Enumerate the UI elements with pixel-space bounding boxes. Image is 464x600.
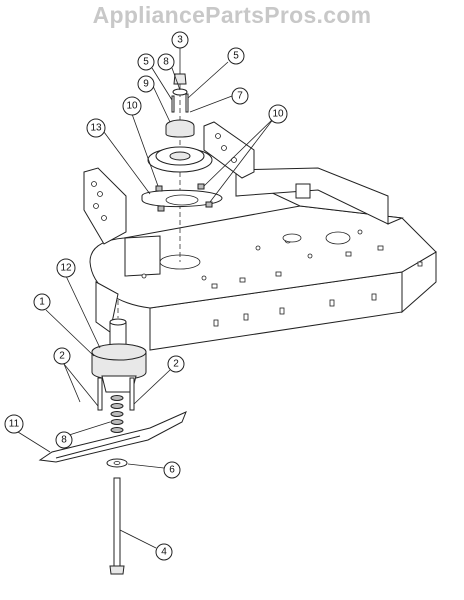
svg-text:1: 1 <box>39 297 45 308</box>
svg-text:5: 5 <box>233 51 239 62</box>
svg-text:13: 13 <box>90 123 102 134</box>
callout-4: 4 <box>155 543 173 561</box>
svg-text:2: 2 <box>59 351 65 362</box>
callout-5b: 5 <box>227 47 245 65</box>
svg-text:11: 11 <box>9 419 20 430</box>
pulley-assembly <box>141 73 223 212</box>
svg-text:7: 7 <box>237 91 243 102</box>
callout-1: 1 <box>33 293 51 311</box>
mower-deck <box>83 121 437 351</box>
svg-text:10: 10 <box>126 101 138 112</box>
svg-text:9: 9 <box>143 79 149 90</box>
callout-9: 9 <box>137 75 155 93</box>
svg-text:6: 6 <box>169 465 175 476</box>
callout-8b: 8 <box>55 431 73 449</box>
callout-2b: 2 <box>167 355 185 373</box>
svg-text:10: 10 <box>272 109 284 120</box>
callout-11: 11 <box>4 414 24 434</box>
callout-10b: 10 <box>268 104 288 124</box>
callout-10a: 10 <box>122 96 142 116</box>
svg-text:8: 8 <box>163 57 169 68</box>
callout-7: 7 <box>231 87 249 105</box>
svg-text:12: 12 <box>60 263 72 274</box>
callout-2a: 2 <box>53 347 71 365</box>
leader-lines <box>17 48 275 549</box>
callout-5a: 5 <box>137 53 155 71</box>
callout-13: 13 <box>86 118 106 138</box>
spindle-housing <box>91 318 147 393</box>
callout-12: 12 <box>56 258 76 278</box>
svg-text:4: 4 <box>161 547 167 558</box>
svg-text:2: 2 <box>173 359 179 370</box>
blade-assembly <box>38 377 187 575</box>
watermark: AppliancePartsPros.com <box>92 2 372 28</box>
svg-text:8: 8 <box>61 435 67 446</box>
callout-8a: 8 <box>157 53 175 71</box>
svg-text:5: 5 <box>143 57 149 68</box>
svg-text:3: 3 <box>177 35 183 46</box>
callout-6: 6 <box>163 461 181 479</box>
callout-3: 3 <box>171 31 189 49</box>
